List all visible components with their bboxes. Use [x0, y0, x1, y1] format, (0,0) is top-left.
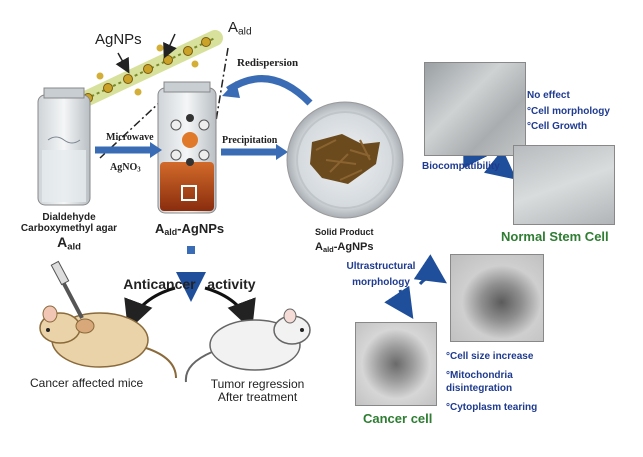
label-solid-product: Solid Product Aald-AgNPs: [315, 227, 374, 254]
agnp-chain: [67, 30, 223, 112]
agno3-subscript: 3: [137, 166, 141, 174]
dialdehyde-line1: Dialdehyde: [42, 212, 96, 223]
label-cancer-cell: Cancer cell: [363, 411, 433, 426]
cancer-mice-text: Cancer affected mice: [30, 376, 144, 390]
product-a: A: [155, 221, 165, 236]
petri-dish: [286, 101, 404, 219]
label-normal-stem-cell: Normal Stem Cell: [501, 229, 609, 244]
anticancer-text: Anticancer activity: [123, 276, 256, 293]
cancer-cell-text: Cancer cell: [363, 411, 433, 426]
morphology-text: morphology: [352, 276, 410, 288]
treated-mouse: [184, 308, 311, 383]
ultrastructural-text: Ultrastructural: [346, 261, 416, 272]
normal-stem-cell-text: Normal Stem Cell: [501, 229, 609, 244]
no-effect-text: No effect: [527, 90, 570, 101]
redispersion-text: Redispersion: [237, 57, 299, 69]
mitochondria-text: °Mitochondria: [446, 370, 513, 381]
label-no-effect-list: No effect °Cell morphology °Cell Growth: [527, 88, 610, 135]
agnps-text: AgNPs: [95, 31, 142, 48]
solid-a: A: [315, 240, 323, 253]
product-subscript: ald: [164, 227, 178, 238]
aald-subscript: ald: [67, 241, 81, 253]
dialdehyde-line2: Carboxymethyl agar: [20, 223, 118, 234]
cancer-cell-tem-image-2: [355, 322, 437, 406]
vial-aald-agnps: [157, 81, 217, 214]
biocompatibility-text: Biocompatibility: [422, 161, 500, 172]
label-redispersion: Redispersion: [237, 57, 298, 69]
cytoplasm-text: °Cytoplasm tearing: [446, 402, 538, 413]
label-agno3: AgNO3: [110, 162, 141, 174]
stem-cell-image-2: [513, 145, 615, 225]
aald-a: A: [57, 234, 68, 250]
cell-size-text: °Cell size increase: [446, 351, 534, 362]
tumor-line1: Tumor regression: [210, 377, 305, 391]
label-anticancer: Anticancer activity: [116, 262, 256, 293]
label-ultrastructural: Ultrastructural morphology: [336, 259, 426, 290]
solid-product-text: Solid Product: [315, 227, 374, 237]
product-rest: -AgNPs: [177, 221, 225, 236]
label-aald-top: Aald: [228, 19, 252, 38]
cell-growth-text: °Cell Growth: [527, 121, 588, 132]
label-tumor-regression: Tumor regression After treatment: [205, 377, 310, 405]
solid-subscript: ald: [322, 244, 334, 254]
a-text: A: [228, 19, 239, 36]
label-cancer-effects: °Cell size increase °Mitochondria disint…: [446, 350, 537, 414]
label-cancer-mice: Cancer affected mice: [30, 376, 144, 390]
microwave-text: Microwave: [106, 132, 154, 143]
solid-rest: -AgNPs: [333, 240, 374, 253]
cancer-mouse: [39, 260, 177, 379]
label-agnps: AgNPs: [95, 31, 142, 49]
cell-morphology-text: °Cell morphology: [527, 105, 610, 117]
stem-cell-image-1: [424, 62, 526, 156]
ald-subscript: ald: [238, 26, 252, 38]
tumor-line2: After treatment: [217, 390, 298, 405]
agno3-text: AgNO: [110, 162, 138, 173]
label-biocompatibility: Biocompatibility: [422, 161, 500, 172]
label-aald-agnps: Aald-AgNPs: [155, 221, 225, 238]
cancer-cell-tem-image-1: [450, 254, 544, 342]
precipitation-text: Precipitation: [222, 135, 278, 146]
label-microwave: Microwave: [106, 132, 154, 143]
vial-aald: [37, 87, 91, 206]
label-precipitation: Precipitation: [222, 135, 277, 146]
label-dialdehyde: Dialdehyde Carboxymethyl agar Aald: [18, 212, 120, 253]
disintegration-text: disintegration: [446, 383, 513, 394]
